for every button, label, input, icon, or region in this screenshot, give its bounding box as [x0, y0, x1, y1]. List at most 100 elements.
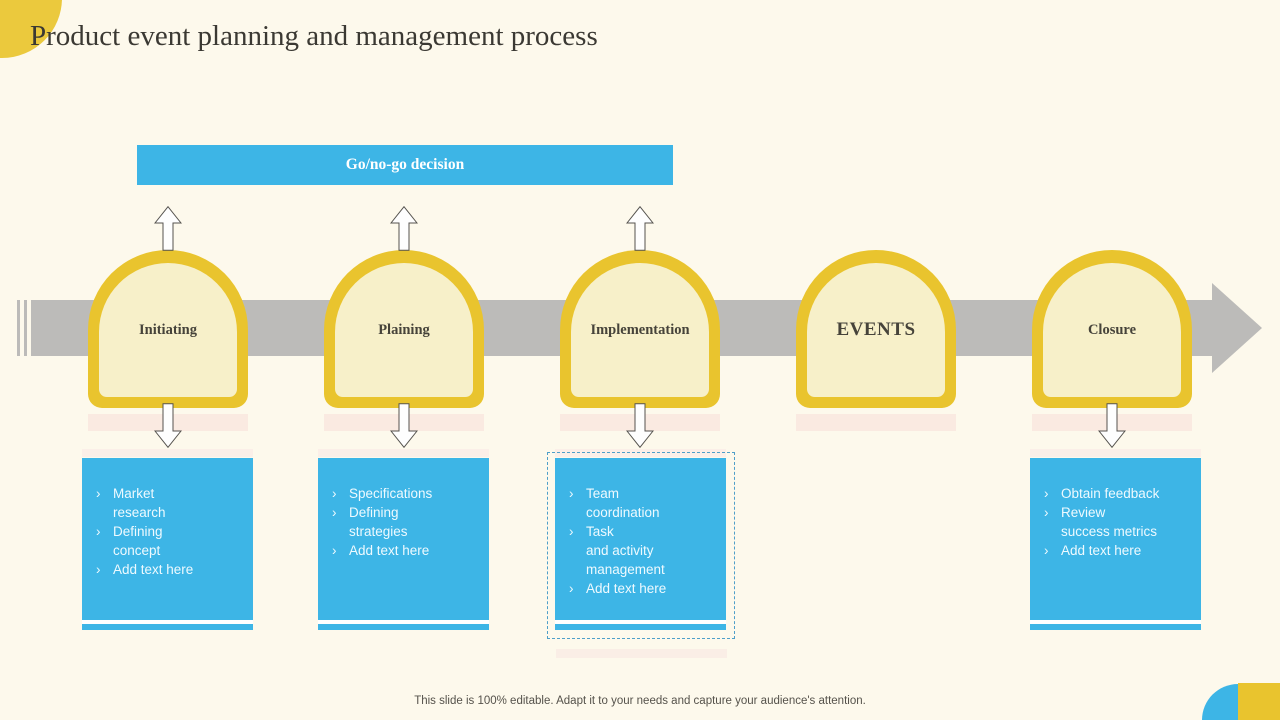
list-item-line: strategies [349, 524, 408, 539]
stage-arch-implementation[interactable]: Implementation [560, 250, 720, 408]
list-item-line: success metrics [1061, 524, 1158, 539]
list-item-line: Add text here [586, 581, 667, 596]
bullet-icon: › [96, 486, 101, 501]
box-shadow-strip [82, 449, 253, 457]
down-arrow-icon[interactable] [1098, 403, 1126, 448]
bullet-icon: › [332, 486, 337, 501]
bullet-icon: › [569, 524, 574, 539]
slide-footer: This slide is 100% editable. Adapt it to… [414, 695, 866, 707]
stage-label: Plaining [378, 321, 430, 338]
up-arrow-icon[interactable] [390, 206, 418, 251]
list-item-line: Add text here [113, 562, 194, 577]
box-shadow-strip [318, 449, 489, 457]
timeline-arrowhead-icon [1212, 283, 1262, 373]
down-arrow-icon[interactable] [390, 403, 418, 448]
list-item: › Defining concept [96, 522, 245, 560]
box-bottom-strip [82, 623, 253, 630]
bullet-icon: › [332, 505, 337, 520]
corner-quarter-circle [1202, 684, 1238, 720]
up-arrow-icon[interactable] [626, 206, 654, 251]
list-item: › Team coordination [569, 484, 718, 522]
bullet-icon: › [96, 524, 101, 539]
list-item-line: Add text here [349, 543, 430, 558]
list-item-text: Specifications [349, 484, 481, 503]
detail-box-body: › Market research › Defining concept › Add text… [82, 458, 253, 620]
box-separator-line [1030, 620, 1201, 624]
down-arrow-icon[interactable] [154, 403, 182, 448]
stage-arch-inner: Closure [1043, 263, 1181, 397]
detail-list: › Market research › Defining concept › Add text… [96, 484, 245, 579]
stage-arch-plaining[interactable]: Plaining [324, 250, 484, 408]
list-item-line: research [113, 505, 166, 520]
stage-arch-events[interactable]: EVENTS [796, 250, 956, 408]
bullet-icon: › [569, 486, 574, 501]
list-item-line: Defining [113, 524, 163, 539]
go-no-go-banner[interactable]: Go/no-go decision [137, 145, 673, 185]
list-item: ›Add text here [1044, 541, 1193, 560]
list-item-line: Specifications [349, 486, 433, 501]
list-item-line: concept [113, 543, 161, 558]
list-item-line: and activity [586, 543, 654, 558]
stage-detail-box[interactable]: › Specifications › Defining strategies › Add t… [318, 458, 489, 630]
box-shadow-strip [556, 649, 727, 658]
list-item-text: Defining concept [113, 522, 245, 560]
list-item: ›Add text here [569, 579, 718, 598]
box-separator-line [82, 620, 253, 624]
list-item-line: Add text here [1061, 543, 1142, 558]
stage-arch-inner: EVENTS [807, 263, 945, 397]
box-bottom-strip [555, 623, 726, 630]
list-item-line: Market [113, 486, 155, 501]
detail-list: › Specifications › Defining strategies › Add t… [332, 484, 481, 560]
list-item-line: Team [586, 486, 620, 501]
list-item-text: Review success metrics [1061, 503, 1193, 541]
stage-label: Implementation [590, 321, 690, 338]
band-tick [16, 300, 20, 356]
list-item-line: Review [1061, 505, 1106, 520]
list-item-line: Task [586, 524, 614, 539]
list-item: › Add text here [332, 541, 481, 560]
stage-arch-initiating[interactable]: Initiating [88, 250, 248, 408]
list-item: ›Obtain feedback [1044, 484, 1193, 503]
list-item-text: Market research [113, 484, 245, 522]
stage-label: EVENTS [836, 319, 916, 340]
down-arrow-icon[interactable] [626, 403, 654, 448]
list-item-line: Defining [349, 505, 399, 520]
slide-title[interactable]: Product event planning and management pr… [30, 20, 598, 52]
stage-arch-inner: Plaining [335, 263, 473, 397]
bullet-icon: › [332, 543, 337, 558]
list-item-line: coordination [586, 505, 660, 520]
list-item-text: Add text here [349, 541, 481, 560]
list-item-text: Add text here [586, 579, 718, 598]
list-item-text: Team coordination [586, 484, 718, 522]
box-bottom-strip [318, 623, 489, 630]
stage-label: Initiating [138, 321, 197, 338]
bullet-icon: › [96, 562, 101, 577]
list-item: › Specifications [332, 484, 481, 503]
list-item: › Defining strategies [332, 503, 481, 541]
box-separator-line [555, 620, 726, 624]
stage-arch-inner: Initiating [99, 263, 237, 397]
band-tick [23, 300, 27, 356]
list-item-text: Obtain feedback [1061, 484, 1193, 503]
stage-detail-box[interactable]: › Market research › Defining concept › Add text… [82, 458, 253, 630]
list-item-line: Obtain feedback [1061, 486, 1160, 501]
stage-arch-closure[interactable]: Closure [1032, 250, 1192, 408]
list-item: › Add text here [96, 560, 245, 579]
up-arrow-icon[interactable] [154, 206, 182, 251]
box-separator-line [318, 620, 489, 624]
list-item: › Market research [96, 484, 245, 522]
stage-label: Closure [1087, 321, 1137, 338]
list-item-text: Add text here [1061, 541, 1193, 560]
stage-arch-inner: Implementation [571, 263, 709, 397]
box-bottom-strip [1030, 623, 1201, 630]
